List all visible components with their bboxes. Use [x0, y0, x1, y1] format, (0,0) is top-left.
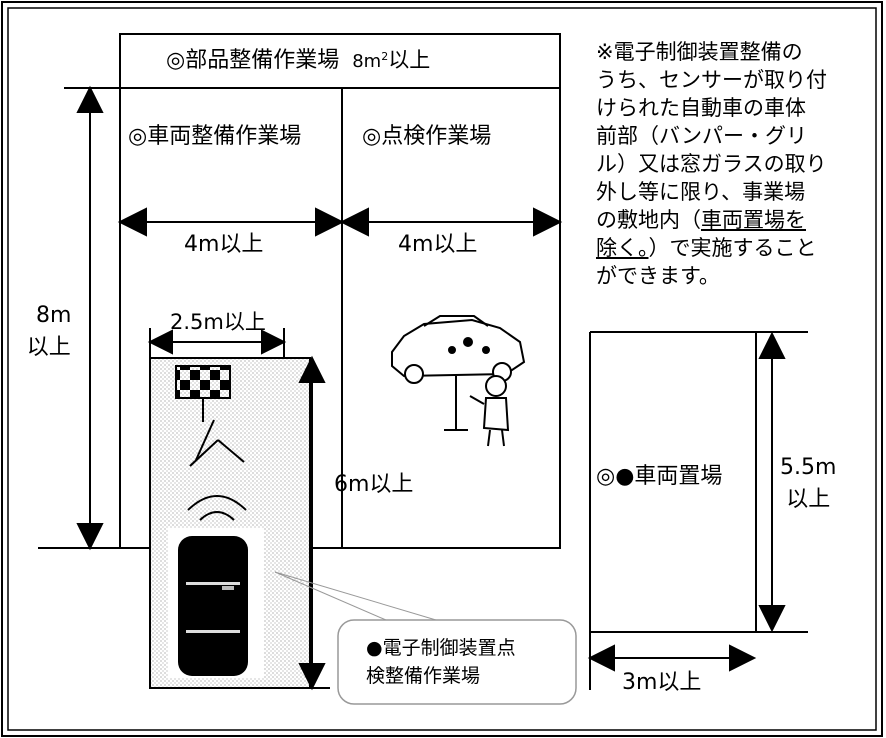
note-line-8: 除く。）で実施すること	[596, 234, 866, 262]
note-line-4: 前部（バンパー・グリ	[596, 124, 808, 148]
note-line-3: けられた自動車の車体	[596, 96, 806, 120]
callout-bubble	[274, 571, 577, 705]
parts-area-title: ◎部品整備作業場	[166, 48, 340, 73]
note-line-1: ※電子制御装置整備の	[596, 40, 803, 64]
restriction-note: ※電子制御装置整備の うち、センサーが取り付 けられた自動車の車体 前部（バンパ…	[596, 38, 866, 290]
width-left-label: 4m以上	[184, 232, 264, 257]
height-8m-suffix: 以上	[26, 335, 71, 360]
width-2.5m-label: 2.5m以上	[170, 310, 266, 334]
width-right-label: 4m以上	[398, 232, 478, 257]
note-line-6: 外し等に限り、事業場	[596, 180, 806, 204]
parking-width-label: 3m以上	[622, 670, 702, 695]
mechanic-car-lift-icon	[391, 315, 526, 447]
note-line-9: ができます。	[596, 264, 720, 288]
parking-depth-label: 5.5m 以上	[780, 452, 836, 516]
parts-area-size: 8m2以上	[352, 48, 431, 72]
callout-line-1: ●電子制御装置点	[366, 637, 516, 659]
parking-area-label: ◎●車両置場	[596, 464, 723, 489]
callout-text: ●電子制御装置点 検整備作業場	[366, 634, 516, 690]
sensor-wave-icon	[187, 495, 247, 521]
height-6m-label: 6m以上	[334, 472, 414, 497]
note-line-2: うち、センサーが取り付	[596, 68, 827, 92]
note-line-7: の敷地内（車両置場を	[596, 206, 866, 234]
dimension-arrows	[76, 85, 808, 691]
parts-size-exponent: 2	[381, 50, 389, 63]
height-8m-label: 8m 以上	[26, 300, 72, 364]
note-line-8-underlined: 除く。	[596, 236, 649, 260]
parts-size-suffix: 以上	[388, 48, 431, 72]
work-area-frame	[38, 33, 561, 549]
vehicle-area-label: ◎車両整備作業場	[128, 124, 302, 149]
note-line-7-text: の敷地内（	[596, 208, 701, 232]
callout-line-2: 検整備作業場	[366, 665, 481, 687]
parking-depth-value: 5.5m	[780, 455, 837, 480]
parts-area-label: ◎部品整備作業場 8m2以上	[166, 50, 430, 72]
height-8m-value: 8m	[36, 303, 72, 328]
parking-area-frame	[589, 331, 757, 633]
note-line-8-text: ）で実施すること	[648, 236, 817, 260]
note-line-7-underlined: 車両置場を	[701, 208, 806, 232]
parts-size-value: 8m	[352, 51, 382, 72]
parking-depth-suffix: 以上	[786, 487, 831, 512]
inspection-area-label: ◎点検作業場	[362, 124, 492, 149]
target-board-icon	[175, 365, 245, 467]
car-top-view-icon	[168, 528, 264, 678]
note-line-5: ル）又は窓ガラスの取り	[596, 152, 827, 176]
